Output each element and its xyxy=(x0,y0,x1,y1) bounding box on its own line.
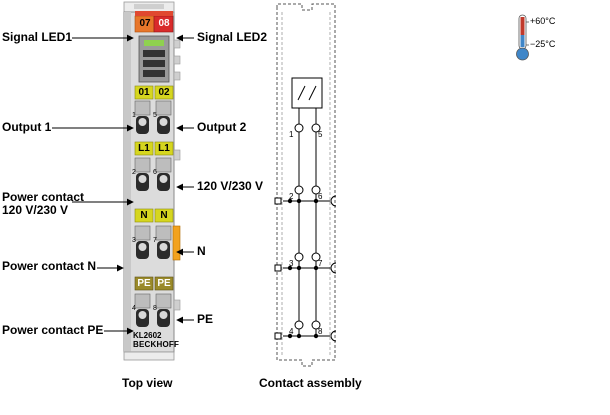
label-l1-2 xyxy=(154,141,174,156)
label-output1: Output 1 xyxy=(2,120,52,134)
module-terminal-2: 2 xyxy=(132,169,136,176)
assembly-terminal-6: 6 xyxy=(318,192,323,201)
module-top-latch-slot xyxy=(134,4,164,9)
module-model: KL2602 xyxy=(133,331,162,340)
bus-contact-2 xyxy=(143,60,165,67)
led-label-2: 08 xyxy=(158,18,170,29)
pe-label-2: PE xyxy=(157,278,171,289)
thermometer-icon xyxy=(516,14,529,61)
assembly-terminal-7: 7 xyxy=(318,259,323,268)
terminal-row-l1 xyxy=(134,157,172,191)
label-l1-1 xyxy=(134,141,154,156)
label-power-contact-pe: Power contact PE xyxy=(2,323,104,337)
out-label-2: 02 xyxy=(158,87,170,98)
terminal-module xyxy=(123,1,181,361)
label-power-contact-line2: 120 V/230 V xyxy=(2,203,69,217)
assembly-terminal-4: 4 xyxy=(289,327,294,336)
label-signal-led1: Signal LED1 xyxy=(2,30,73,44)
module-terminal-8: 8 xyxy=(153,305,157,312)
label-output2: Output 2 xyxy=(197,120,247,134)
n-label-1: N xyxy=(140,210,148,221)
n-label-2: N xyxy=(160,210,168,221)
label-pe-right: PE xyxy=(197,312,214,326)
label-pe-2 xyxy=(154,276,174,291)
module-terminal-1: 1 xyxy=(132,112,136,119)
led-top-strip xyxy=(135,11,173,16)
temperature-min: −25°C xyxy=(530,39,556,49)
label-power-contact-n: Power contact N xyxy=(2,259,97,273)
bus-contact-1 xyxy=(143,50,165,57)
l1-label-2: L1 xyxy=(158,143,170,154)
module-terminal-5: 5 xyxy=(153,112,157,119)
terminal-row-output xyxy=(134,100,172,134)
terminal-row-n xyxy=(134,225,172,259)
assembly-terminal-1: 1 xyxy=(289,130,294,139)
terminal-circles xyxy=(294,123,321,330)
power-contact-orange xyxy=(172,225,181,261)
label-n-right: N xyxy=(197,244,206,258)
contact-assembly xyxy=(274,3,337,367)
label-out-2 xyxy=(154,85,174,100)
label-signal-led2: Signal LED2 xyxy=(197,30,268,44)
power-buses xyxy=(274,195,337,342)
relay-box xyxy=(291,77,323,109)
caption-top-view: Top view xyxy=(122,376,173,390)
out-label-1: 01 xyxy=(138,87,150,98)
module-left-rail xyxy=(124,12,131,352)
module-terminal-7: 7 xyxy=(153,237,157,244)
module-right-ribs xyxy=(173,39,181,311)
label-voltage-right: 120 V/230 V xyxy=(197,179,264,193)
bus-contact-3 xyxy=(143,70,165,77)
terminal-row-pe xyxy=(134,293,172,327)
pe-label-1: PE xyxy=(137,278,151,289)
label-pe-1 xyxy=(134,276,154,291)
module-terminal-6: 6 xyxy=(153,169,157,176)
module-terminal-4: 4 xyxy=(132,305,136,312)
label-power-contact-line1: Power contact xyxy=(2,190,85,204)
leader-lines xyxy=(52,34,194,335)
temperature-max: +60°C xyxy=(530,16,556,26)
assembly-terminal-2: 2 xyxy=(289,192,294,201)
module-bottom-latch xyxy=(123,351,175,361)
module-brand: BECKHOFF xyxy=(133,340,180,349)
assembly-terminal-3: 3 xyxy=(289,259,294,268)
module-terminal-3: 3 xyxy=(132,237,136,244)
junction-dots xyxy=(287,198,319,339)
assembly-terminal-5: 5 xyxy=(318,130,323,139)
assembly-terminal-8: 8 xyxy=(318,327,323,336)
label-n-1 xyxy=(134,208,154,223)
led-label-1: 07 xyxy=(139,18,151,29)
label-out-1 xyxy=(134,85,154,100)
caption-contact-assembly: Contact assembly xyxy=(259,376,362,390)
label-n-2 xyxy=(154,208,174,223)
assembly-dashed-outline xyxy=(276,3,336,367)
bus-contact-green xyxy=(144,40,164,46)
l1-label-1: L1 xyxy=(138,143,150,154)
